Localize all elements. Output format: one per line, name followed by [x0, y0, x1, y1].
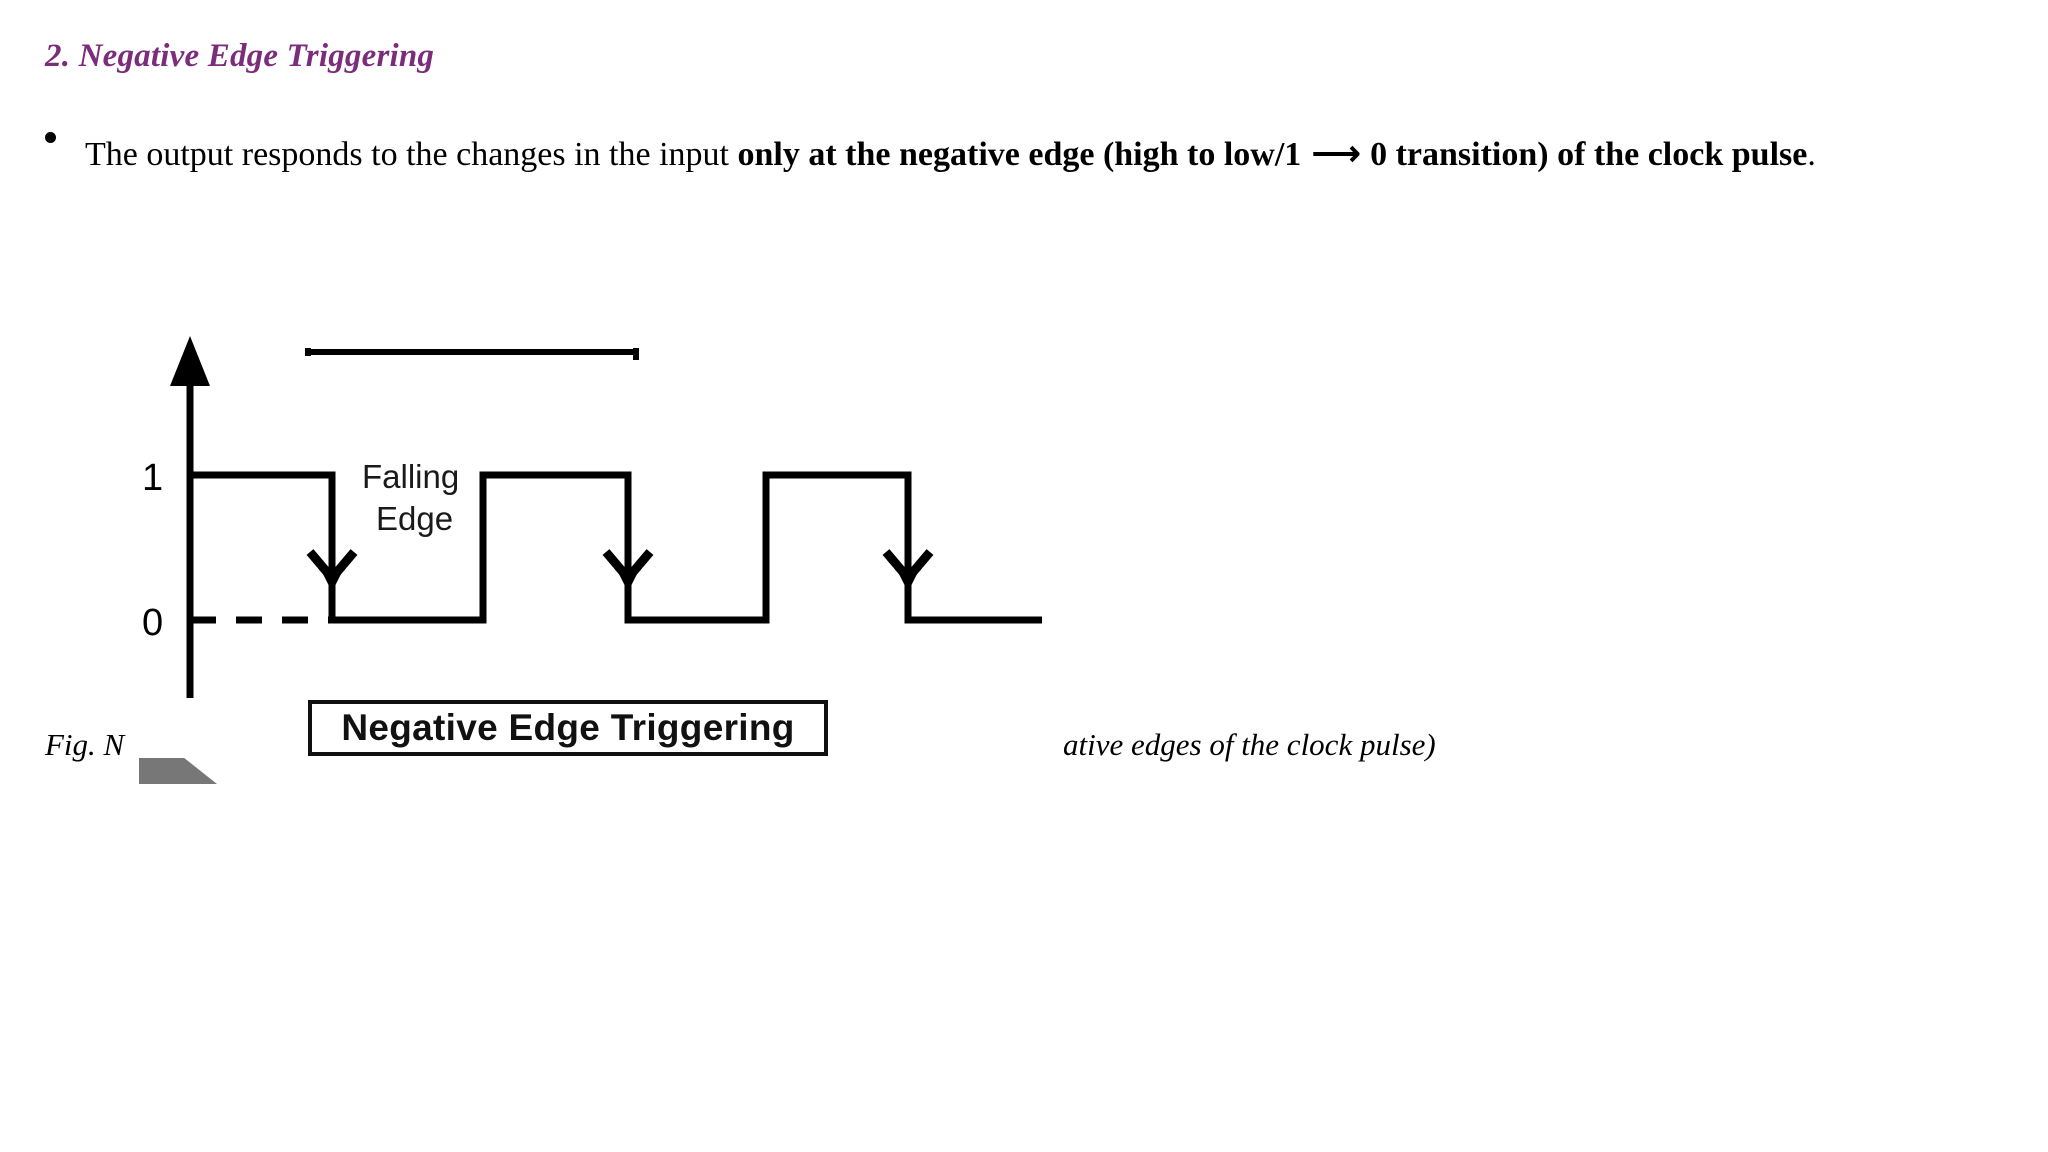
figure-caption-right-fragment: ative edges of the clock pulse) — [1063, 727, 1436, 762]
bullet-text: The output responds to the changes in th… — [85, 122, 2005, 188]
waveform-svg: 1 0 Falling Edge — [142, 336, 1042, 698]
falling-edge-label-line1: Falling — [362, 458, 459, 495]
bullet-text-period: . — [1807, 136, 1816, 173]
y-axis-label-low: 0 — [142, 602, 163, 644]
bullet-dot-icon — [45, 132, 56, 143]
figure-box-label-text: Negative Edge Triggering — [341, 707, 795, 748]
right-arrow-icon: ⟶ — [1311, 136, 1361, 173]
y-axis-label-high: 1 — [142, 457, 163, 499]
falling-edge-arrow-1 — [306, 549, 358, 592]
bullet-text-normal: The output responds to the changes in th… — [85, 136, 738, 173]
bullet-text-bold-1: only at the negative edge (high to low/1 — [737, 136, 1310, 173]
falling-edge-arrow-2 — [602, 549, 654, 592]
bullet-text-bold-2: 0 transition) of the clock pulse — [1361, 136, 1808, 173]
falling-edge-arrow-3 — [882, 549, 934, 592]
figure-box-label: Negative Edge Triggering — [308, 700, 828, 756]
y-axis — [170, 336, 210, 698]
top-bracket-line — [305, 348, 639, 360]
clock-waveform-trace — [190, 471, 1042, 624]
clock-waveform-figure: 1 0 Falling Edge — [120, 310, 1100, 730]
falling-edge-label-line2: Edge — [376, 500, 453, 537]
shadow-wedge-decoration — [139, 758, 217, 784]
bullet-paragraph: The output responds to the changes in th… — [45, 122, 2005, 188]
figure-caption-left-fragment: Fig. N — [45, 727, 125, 762]
page-title: 2. Negative Edge Triggering — [45, 38, 435, 74]
